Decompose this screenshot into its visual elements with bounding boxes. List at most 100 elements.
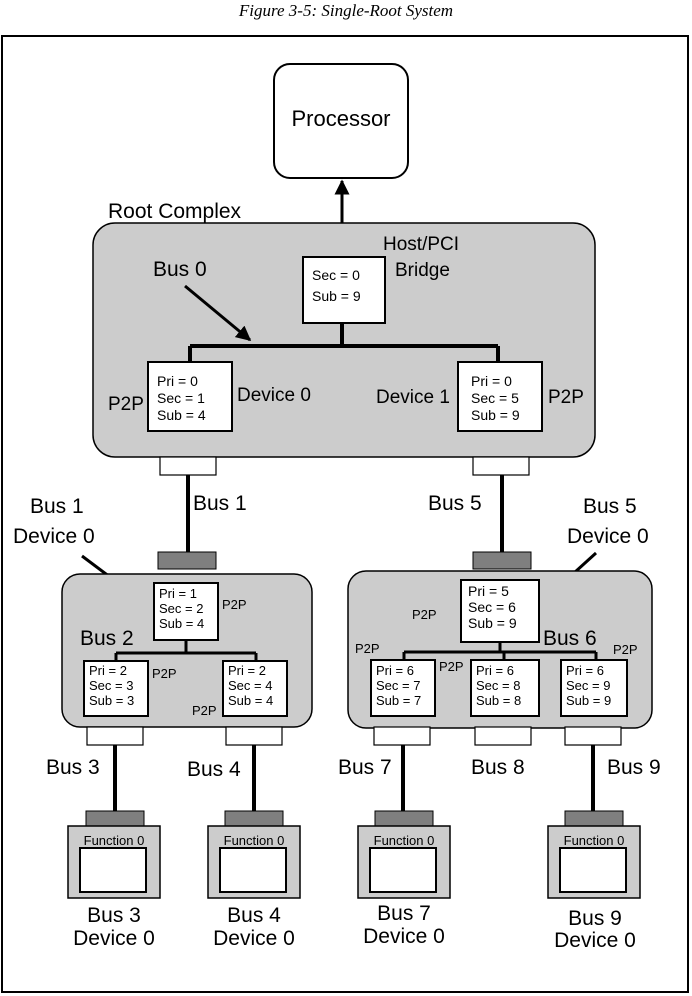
ep-4-device: Device 0 [213,927,295,950]
root-complex-label: Root Complex [108,200,242,223]
rc-bridge-0-pri: Pri = 0 [157,373,198,389]
sr-d2-sub: Sub = 9 [566,693,611,708]
sr-d1-pri: Pri = 6 [476,663,514,678]
ep-4-bus: Bus 4 [227,904,281,927]
rc-port-right [472,456,530,476]
ep-9-device: Device 0 [554,929,636,952]
host-bridge-title-2: Bridge [395,260,450,281]
figure-caption: Figure 3-5: Single-Root System [238,1,454,20]
sr-d2-sec: Sec = 9 [566,678,610,693]
endpoint-bus-7: Function 0 [357,810,451,899]
port-bus-4 [225,726,283,746]
ep-7-device: Device 0 [363,925,445,948]
sl-d1-sec: Sec = 4 [228,678,272,693]
figure-frame [1,35,689,993]
sr-d1-type: P2P [439,659,464,674]
callout-left-device: Device 0 [13,525,95,548]
rc-port-left [159,456,217,476]
bus-0-label: Bus 0 [153,258,207,281]
processor-node: Processor [273,63,409,179]
sr-down-bridge-1: Pri = 6 Sec = 8 Sub = 8 [470,659,540,717]
port-bus-3 [86,726,144,746]
bus-3-label: Bus 3 [46,756,100,779]
bus-6-label: Bus 6 [543,627,597,650]
bus-2-line [114,640,258,661]
rc-bridge-1-sub: Sub = 9 [471,407,520,423]
endpoint-bus-3: Function 0 [67,810,161,899]
port-bus-7 [373,726,431,746]
sl-d0-sub: Sub = 3 [89,693,134,708]
sr-down-bridge-2: Pri = 6 Sec = 9 Sub = 9 [560,659,628,717]
rc-bridge-0-type: P2P [108,394,144,415]
rc-bridge-1-pri: Pri = 0 [471,373,512,389]
bus-9-label: Bus 9 [607,756,661,779]
ep-7-bus: Bus 7 [377,902,431,925]
switch-left-upstream-bridge: Pri = 1 Sec = 2 Sub = 4 [153,582,219,641]
bus-0-line [188,323,500,362]
rc-bridge-1-type: P2P [548,387,584,408]
ep-3-device: Device 0 [73,927,155,950]
bus-5-link-label: Bus 5 [428,492,482,515]
sr-d2-pri: Pri = 6 [566,663,604,678]
sl-d0-pri: Pri = 2 [89,663,127,678]
sr-d0-sub: Sub = 7 [376,693,421,708]
port-bus-9 [564,726,622,746]
sr-up-sec: Sec = 6 [468,599,516,615]
bus-4-label: Bus 4 [187,758,241,781]
rc-bridge-device-1: Pri = 0 Sec = 5 Sub = 9 [457,361,543,432]
endpoint-bus-4: Function 0 [207,810,301,899]
rc-bridge-0-sub: Sub = 4 [157,407,206,423]
sr-up-sub: Sub = 9 [468,615,517,631]
sr-d1-sec: Sec = 8 [476,678,520,693]
bus-2-label: Bus 2 [80,627,134,650]
bus-6-line [402,642,598,660]
switch-right-upstream-port [472,551,532,570]
processor-label: Processor [291,106,390,131]
ep-7-function: Function 0 [374,833,435,848]
rc-bridge-device-0: Pri = 0 Sec = 1 Sub = 4 [147,361,233,432]
bus-7-label: Bus 7 [338,756,392,779]
sl-up-type: P2P [222,597,247,612]
switch-right-upstream-bridge: Pri = 5 Sec = 6 Sub = 9 [460,579,540,643]
sl-d0-sec: Sec = 3 [89,678,133,693]
rc-bridge-0-sec: Sec = 1 [157,390,205,406]
sr-down-bridge-0: Pri = 6 Sec = 7 Sub = 7 [370,659,436,717]
sr-d2-type: P2P [613,642,638,657]
callout-right-bus: Bus 5 [583,495,637,518]
host-bridge-title: Host/PCI [383,234,459,255]
bus-8-label: Bus 8 [471,756,525,779]
ep-3-bus: Bus 3 [87,904,141,927]
sr-d0-type: P2P [355,641,380,656]
host-bridge-sub: Sub = 9 [312,288,361,304]
sl-d1-type: P2P [192,703,217,718]
sl-down-bridge-1: Pri = 2 Sec = 4 Sub = 4 [222,660,288,717]
switch-left-upstream-port [157,551,217,570]
sr-d0-pri: Pri = 6 [376,663,414,678]
bus-0-arrow [184,284,252,342]
sl-down-bridge-0: Pri = 2 Sec = 3 Sub = 3 [83,660,149,717]
rc-bridge-1-device: Device 1 [376,387,450,408]
rc-bridge-1-sec: Sec = 5 [471,390,519,406]
callout-left-bus: Bus 1 [30,495,84,518]
host-pci-bridge: Sec = 0 Sub = 9 [302,256,386,324]
sl-up-sec: Sec = 2 [159,601,203,616]
sr-d1-sub: Sub = 8 [476,693,521,708]
bus-1-link-label: Bus 1 [193,492,247,515]
sl-up-pri: Pri = 1 [159,586,197,601]
sr-d0-sec: Sec = 7 [376,678,420,693]
ep-9-function: Function 0 [564,833,625,848]
sl-d1-pri: Pri = 2 [228,663,266,678]
sl-d1-sub: Sub = 4 [228,693,273,708]
ep-9-bus: Bus 9 [568,907,622,930]
endpoint-bus-9: Function 0 [547,810,641,899]
rc-bridge-0-device: Device 0 [237,385,311,406]
sl-d0-type: P2P [152,666,177,681]
port-bus-8 [474,726,532,746]
ep-4-function: Function 0 [224,833,285,848]
ep-3-function: Function 0 [84,833,145,848]
sr-up-type: P2P [412,607,437,622]
host-bridge-sec: Sec = 0 [312,267,360,283]
sr-up-pri: Pri = 5 [468,583,509,599]
callout-right-device: Device 0 [567,525,649,548]
